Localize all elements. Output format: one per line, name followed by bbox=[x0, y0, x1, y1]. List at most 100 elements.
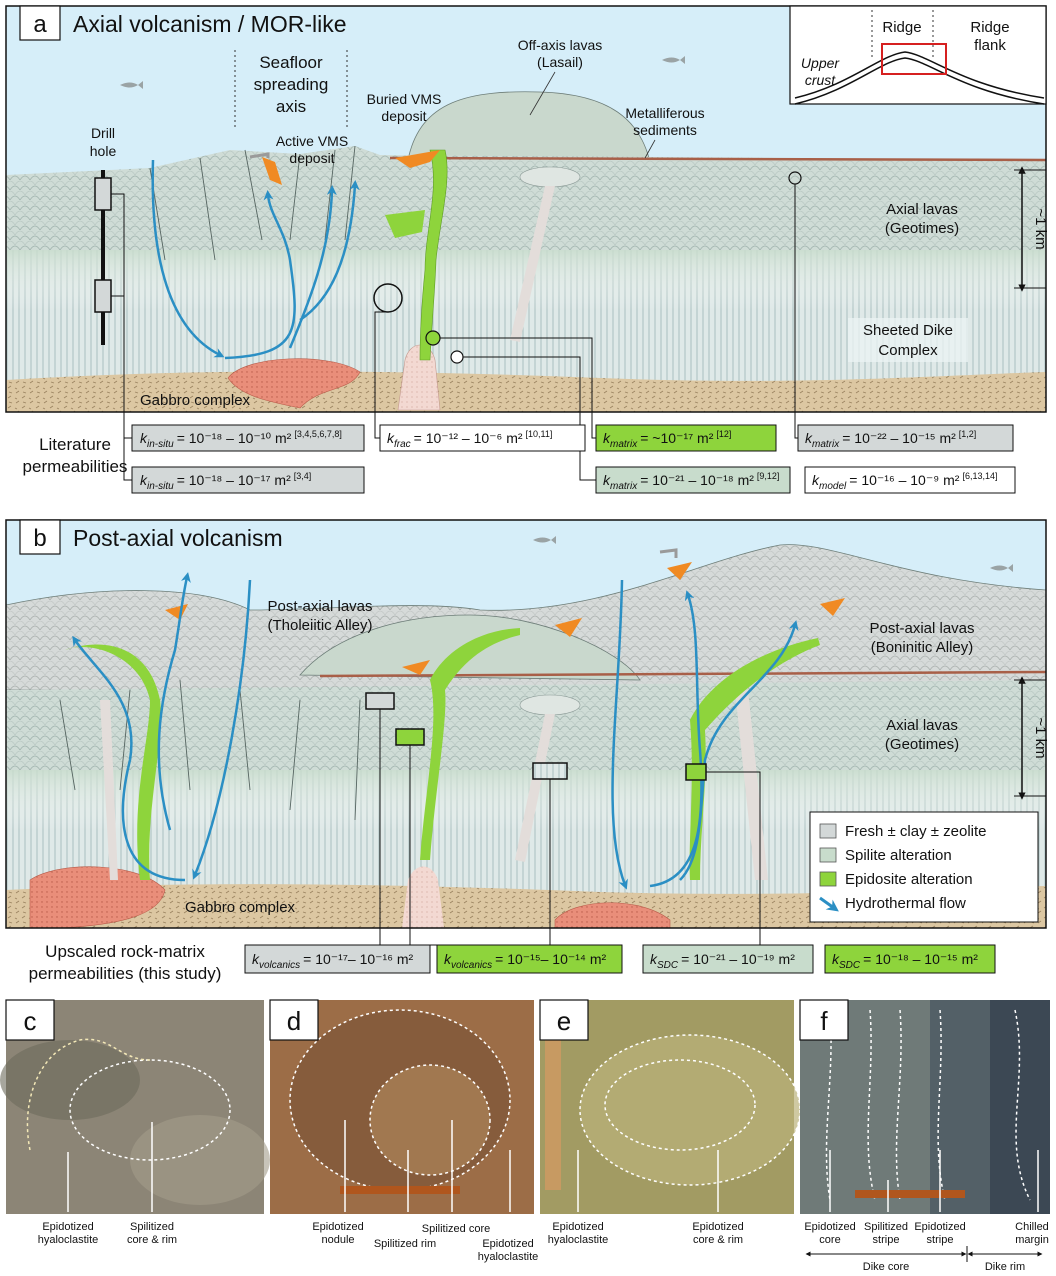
panel-a-title: Axial volcanism / MOR-like bbox=[73, 11, 347, 37]
panel-b-title: Post-axial volcanism bbox=[73, 525, 283, 551]
photo-e: e Epidotized hyaloclastite Epidotized co… bbox=[540, 1000, 800, 1246]
cap-e2-2: core & rim bbox=[693, 1234, 743, 1246]
legend-label-spilite: Spilite alteration bbox=[845, 847, 952, 864]
cap-d1-2: nodule bbox=[321, 1234, 354, 1246]
active-vms-line-1: Active VMS bbox=[276, 133, 348, 149]
perm-b4-text: = 10⁻¹⁸ – 10⁻¹⁵ m² bbox=[863, 951, 978, 967]
perm-box-b4: kSDC= 10⁻¹⁸ – 10⁻¹⁵ m² bbox=[825, 945, 995, 973]
spreading-line-2: spreading bbox=[254, 75, 329, 94]
photo-e-letter: e bbox=[557, 1006, 571, 1036]
perm-a1-ref: [3,4,5,6,7,8] bbox=[294, 429, 342, 439]
boninitic-line-1: Post-axial lavas bbox=[869, 620, 974, 637]
perm-a4-ref: [12] bbox=[716, 429, 731, 439]
cap-e1-1: Epidotized bbox=[552, 1221, 603, 1233]
tholeiitic-line-1: Post-axial lavas bbox=[267, 598, 372, 615]
legend-swatch-epidosite bbox=[820, 872, 836, 886]
perm-b3-text: = 10⁻²¹ – 10⁻¹⁹ m² bbox=[681, 951, 795, 967]
cap-f2-2: stripe bbox=[873, 1234, 900, 1246]
perm-b1-sub: volcanics bbox=[259, 960, 300, 971]
dike-rim-label: Dike rim bbox=[985, 1261, 1025, 1273]
drill-sample-upper bbox=[95, 178, 111, 210]
cap-c2-1: Spilitized bbox=[130, 1221, 174, 1233]
cap-e1-2: hyaloclastite bbox=[548, 1234, 609, 1246]
sample-b-epidosite-sdc bbox=[686, 764, 706, 780]
perm-box-b2: kvolcanics= 10⁻¹⁵– 10⁻¹⁴ m² bbox=[437, 945, 622, 973]
photo-c-tex1 bbox=[0, 1040, 140, 1120]
cap-c1-1: Epidotized bbox=[42, 1221, 93, 1233]
legend-label-fresh: Fresh ± clay ± zeolite bbox=[845, 823, 987, 840]
photo-e-captions: Epidotized hyaloclastite Epidotized core… bbox=[548, 1221, 744, 1246]
panel-a-letter: a bbox=[33, 11, 47, 38]
perm-a3-ref: [10,11] bbox=[526, 429, 553, 439]
perm-a1-text: = 10⁻¹⁸ – 10⁻¹⁰ m² bbox=[177, 430, 292, 446]
dike-core-label: Dike core bbox=[863, 1261, 909, 1273]
legend-swatch-spilite bbox=[820, 848, 836, 862]
label-gabbro-b: Gabbro complex bbox=[185, 899, 296, 916]
photo-d-hammer bbox=[340, 1186, 460, 1194]
sample-b-spilite-sdc bbox=[533, 763, 567, 779]
photo-c: c Epidotized hyaloclastite Spilitized co… bbox=[0, 1000, 270, 1246]
photo-c-letter: c bbox=[24, 1006, 37, 1036]
inset-crust-2: crust bbox=[805, 72, 836, 88]
perm-a7-ref: [6,13,14] bbox=[962, 471, 997, 481]
photo-d-letter: d bbox=[287, 1006, 301, 1036]
panel-a: a Axial volcanism / MOR-like Seafloor sp… bbox=[6, 6, 1049, 412]
legend-label-flow: Hydrothermal flow bbox=[845, 895, 966, 912]
active-vms-line-2: deposit bbox=[289, 150, 334, 166]
legend-swatch-fresh bbox=[820, 824, 836, 838]
perm-box-a1: kin-situ= 10⁻¹⁸ – 10⁻¹⁰ m²[3,4,5,6,7,8] bbox=[132, 425, 364, 451]
drill-line-1: Drill bbox=[91, 125, 115, 141]
perm-b3-sub: SDC bbox=[657, 960, 679, 971]
off-axis-line-2: (Lasail) bbox=[537, 54, 583, 70]
perm-a5-sub: matrix bbox=[610, 481, 638, 492]
perm-a2-text: = 10⁻¹⁸ – 10⁻¹⁷ m² bbox=[177, 472, 291, 488]
perm-a3-sub: frac bbox=[394, 439, 411, 450]
boninitic-line-2: (Boninitic Alley) bbox=[871, 639, 974, 656]
panel-b: b Post-axial volcanism Post-axial lavas … bbox=[6, 520, 1049, 928]
metalliferous-line-1: Metalliferous bbox=[625, 105, 704, 121]
cap-f3-2: stripe bbox=[927, 1234, 954, 1246]
photo-c-captions: Epidotized hyaloclastite Spilitized core… bbox=[38, 1221, 177, 1246]
drill-line-2: hole bbox=[90, 143, 117, 159]
perm-b2-text: = 10⁻¹⁵– 10⁻¹⁴ m² bbox=[495, 951, 606, 967]
cap-f3-1: Epidotized bbox=[914, 1221, 965, 1233]
perm-a7-sub: model bbox=[819, 481, 847, 492]
perm-a2-sub: in-situ bbox=[147, 481, 174, 492]
photo-f: f Epidotized core Spilitized stripe Epid… bbox=[800, 1000, 1050, 1273]
perm-box-a3: kfrac= 10⁻¹² – 10⁻⁶ m²[10,11] bbox=[380, 425, 585, 451]
photo-f-letter: f bbox=[820, 1006, 828, 1036]
photo-f-captions: Epidotized core Spilitized stripe Epidot… bbox=[804, 1221, 1049, 1246]
inset-ridge-label: Ridge bbox=[882, 19, 921, 36]
perm-b2-sub: volcanics bbox=[451, 960, 492, 971]
upscaled-line-1: Upscaled rock-matrix bbox=[45, 942, 205, 961]
cap-f4-1: Chilled bbox=[1015, 1221, 1049, 1233]
perm-box-a7: kmodel= 10⁻¹⁶ – 10⁻⁹ m²[6,13,14] bbox=[805, 467, 1015, 493]
cap-f2-1: Spilitized bbox=[864, 1221, 908, 1233]
axial-b-line-1: Axial lavas bbox=[886, 717, 958, 734]
cap-d2-1: Spilitized rim bbox=[374, 1238, 436, 1250]
perm-a2-ref: [3,4] bbox=[294, 471, 312, 481]
photo-f-rim bbox=[990, 1000, 1050, 1214]
inset-crust-1: Upper bbox=[801, 55, 840, 71]
perm-a5-text: = 10⁻²¹ – 10⁻¹⁸ m² bbox=[640, 472, 754, 488]
perm-a6-text: = 10⁻²² – 10⁻¹⁵ m² bbox=[842, 430, 956, 446]
axial-b-line-2: (Geotimes) bbox=[885, 736, 959, 753]
photo-e-pillow bbox=[580, 1035, 800, 1185]
photo-d-captions: Epidotized nodule Spilitized rim Spiliti… bbox=[312, 1221, 538, 1263]
sample-b-epidosite bbox=[396, 729, 424, 745]
legend-label-epidosite: Epidosite alteration bbox=[845, 871, 973, 888]
label-literature: Literature permeabilities bbox=[23, 435, 128, 476]
photo-panels: c Epidotized hyaloclastite Spilitized co… bbox=[0, 1000, 1050, 1273]
cap-f1-2: core bbox=[819, 1234, 840, 1246]
off-axis-sill bbox=[520, 167, 580, 187]
sdc-line-2: Complex bbox=[878, 342, 938, 359]
perm-a7-text: = 10⁻¹⁶ – 10⁻⁹ m² bbox=[849, 472, 960, 488]
cap-d4-1: Epidotized bbox=[482, 1238, 533, 1250]
spreading-line-3: axis bbox=[276, 97, 306, 116]
cap-c1-2: hyaloclastite bbox=[38, 1234, 99, 1246]
perm-a4-sub: matrix bbox=[610, 439, 638, 450]
perm-a6-ref: [1,2] bbox=[959, 429, 977, 439]
perm-box-a2: kin-situ= 10⁻¹⁸ – 10⁻¹⁷ m²[3,4] bbox=[132, 467, 364, 493]
spreading-line-1: Seafloor bbox=[259, 53, 323, 72]
